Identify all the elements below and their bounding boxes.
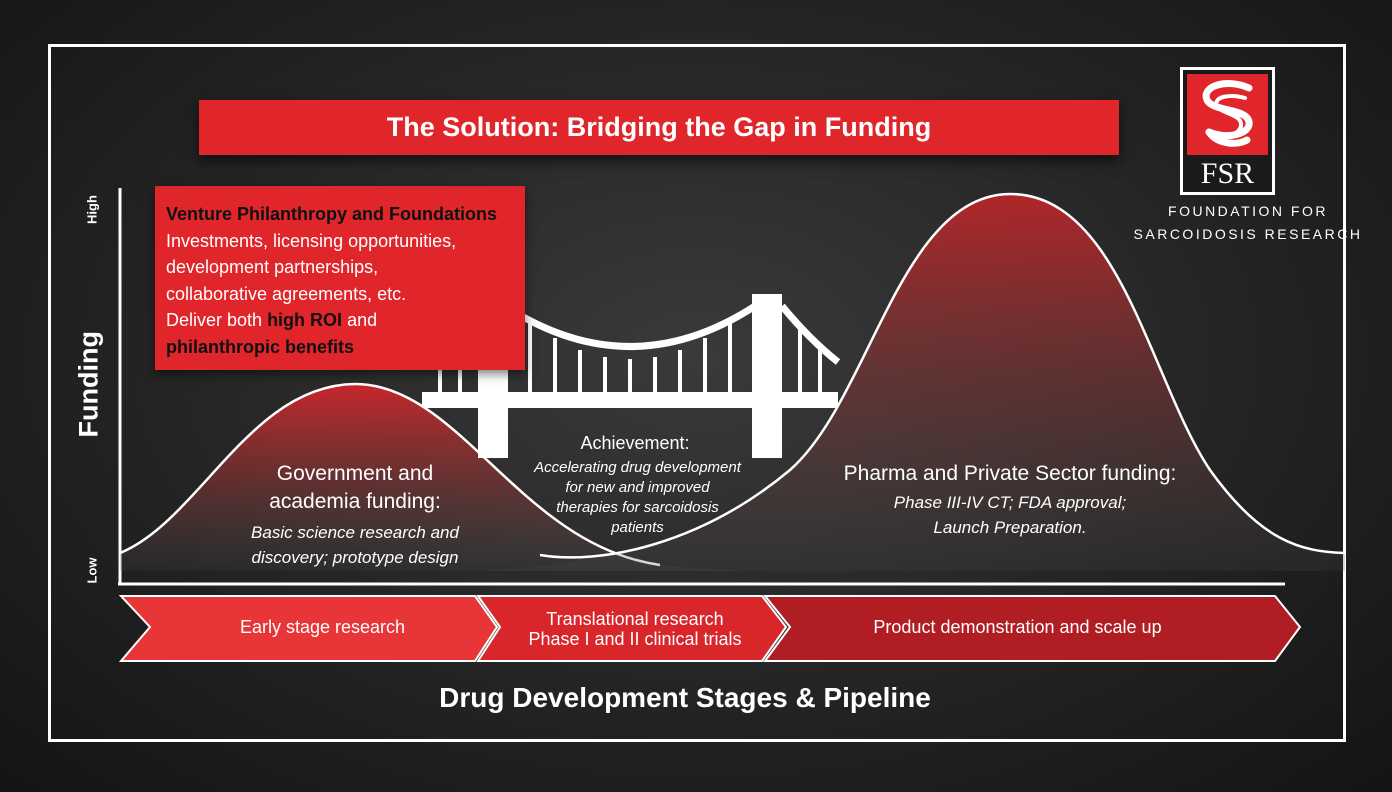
venture-line5-bold: philanthropic benefits [166,336,355,357]
venture-line2: development partnerships, [166,257,379,277]
bridge-icon [419,294,841,458]
government-subtitle: Basic science research and discovery; pr… [225,520,485,570]
venture-line5: philanthropic benefits [166,334,515,361]
government-title-line1: Government and [276,462,434,485]
pharma-sub-line2: Launch Preparation. [933,518,1087,537]
venture-line1: Investments, licensing opportunities, [166,230,457,251]
stage-arrow-product [762,595,1302,662]
pharma-title: Pharma and Private Sector funding: [843,462,1177,485]
y-axis-high-label: High [84,195,100,224]
fsr-logo: FSR [1180,67,1275,195]
government-sub-line1: Basic science research and [251,523,459,542]
pharma-funding-curve [470,194,1345,571]
stage-arrow-translational [476,595,788,662]
venture-line4-pre: Deliver both [166,310,268,330]
achievement-subtitle: Accelerating drug development for new an… [510,458,765,538]
stage-translational-line2: Phase I and II clinical trials [528,629,742,649]
venture-line3: collaborative agreements, etc. [166,283,407,304]
achievement-sub-line4: patients [611,519,664,536]
venture-line4-post: and [342,310,378,330]
logo-caption: FOUNDATION FOR SARCOIDOSIS RESEARCH [1118,200,1378,246]
logo-caption-line2: SARCOIDOSIS RESEARCH [1133,226,1363,242]
government-sub-line2: discovery; prototype design [251,548,459,567]
y-axis-low-label: Low [84,557,100,584]
pipeline-title: Drug Development Stages & Pipeline [439,682,931,713]
stage-arrow-early [118,595,499,662]
government-curve-line [119,382,661,567]
government-title-line2: academia funding: [269,490,441,513]
page-title: The Solution: Bridging the Gap in Fundin… [386,112,932,142]
government-title: Government and academia funding: [230,460,480,516]
pharma-subtitle: Phase III-IV CT; FDA approval; Launch Pr… [860,490,1160,540]
logo-caption-line1: FOUNDATION FOR [1168,203,1328,219]
achievement-sub-line1: Accelerating drug development [534,459,741,476]
stage-translational-label: Translational research Phase I and II cl… [500,609,770,649]
stage-translational-line1: Translational research [546,609,724,629]
pharma-curve-line [539,192,1346,559]
government-funding-curve [120,384,860,572]
achievement-sub-line2: for new and improved [565,479,710,496]
stage-early-label: Early stage research [239,617,406,637]
outer-frame [48,44,1346,742]
venture-line4-bold: high ROI [267,310,343,330]
venture-heading: Venture Philanthropy and Foundations [166,204,498,224]
y-axis-label: Funding [73,331,104,438]
double-s-emblem-icon [1187,74,1268,155]
pharma-sub-line1: Phase III-IV CT; FDA approval; [893,493,1127,512]
stage-product-label: Product demonstration and scale up [873,617,1162,637]
venture-line4: Deliver both high ROI and [166,307,515,334]
achievement-title: Achievement: [580,433,690,453]
venture-philanthropy-box: Venture Philanthropy and Foundations Inv… [155,186,525,370]
title-banner: The Solution: Bridging the Gap in Fundin… [199,100,1119,155]
achievement-sub-line3: therapies for sarcoidosis [556,499,719,516]
logo-mark: FSR [1200,157,1255,190]
